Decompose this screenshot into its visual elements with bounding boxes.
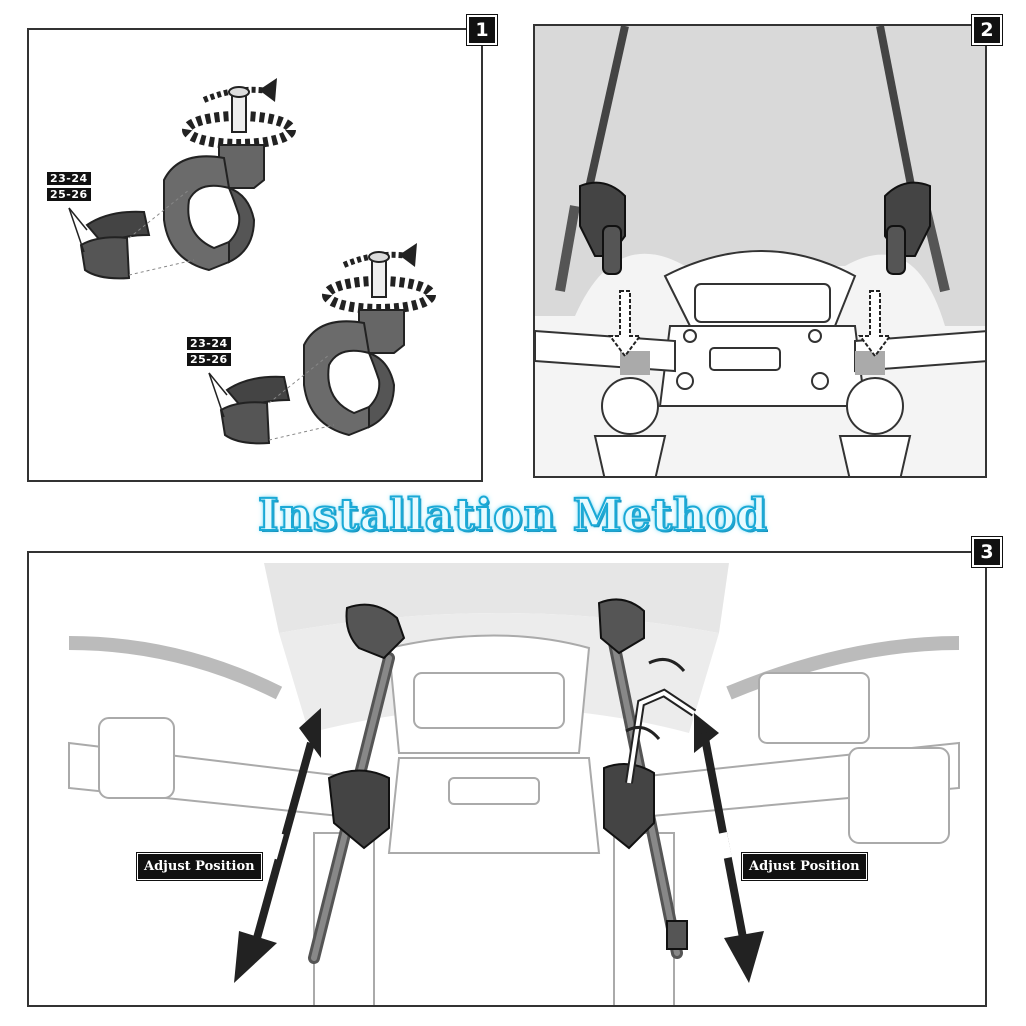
step-2-panel <box>533 24 987 478</box>
size-label-lower-a: 23-24 <box>187 337 231 350</box>
adjust-position-label-left: Adjust Position <box>136 852 263 881</box>
adjust-position-label-right: Adjust Position <box>741 852 868 881</box>
size-label-upper-a: 23-24 <box>47 172 91 185</box>
page-title: Installation Method <box>257 489 768 542</box>
clamp-upper <box>68 78 296 280</box>
step-1-panel: 23-24 25-26 23-24 25-26 <box>27 28 483 482</box>
down-arrow-icon <box>608 290 642 358</box>
step-2-badge: 2 <box>971 14 1003 46</box>
handlebar-mount-illustration <box>535 26 985 476</box>
adjust-position-illustration <box>68 563 960 1005</box>
size-label-upper-b: 25-26 <box>47 188 91 201</box>
size-label-lower-b: 25-26 <box>187 353 231 366</box>
step-3-panel: Adjust Position Adjust Position <box>27 551 987 1007</box>
step-3-badge: 3 <box>971 536 1003 568</box>
clamp-lower <box>208 243 436 445</box>
double-arrow-icon <box>694 713 764 983</box>
down-arrow-icon <box>858 290 892 358</box>
clamp-assembly-illustration <box>68 78 436 445</box>
step-1-badge: 1 <box>466 14 498 46</box>
double-arrow-icon <box>234 708 321 983</box>
hex-key-icon <box>625 657 697 784</box>
